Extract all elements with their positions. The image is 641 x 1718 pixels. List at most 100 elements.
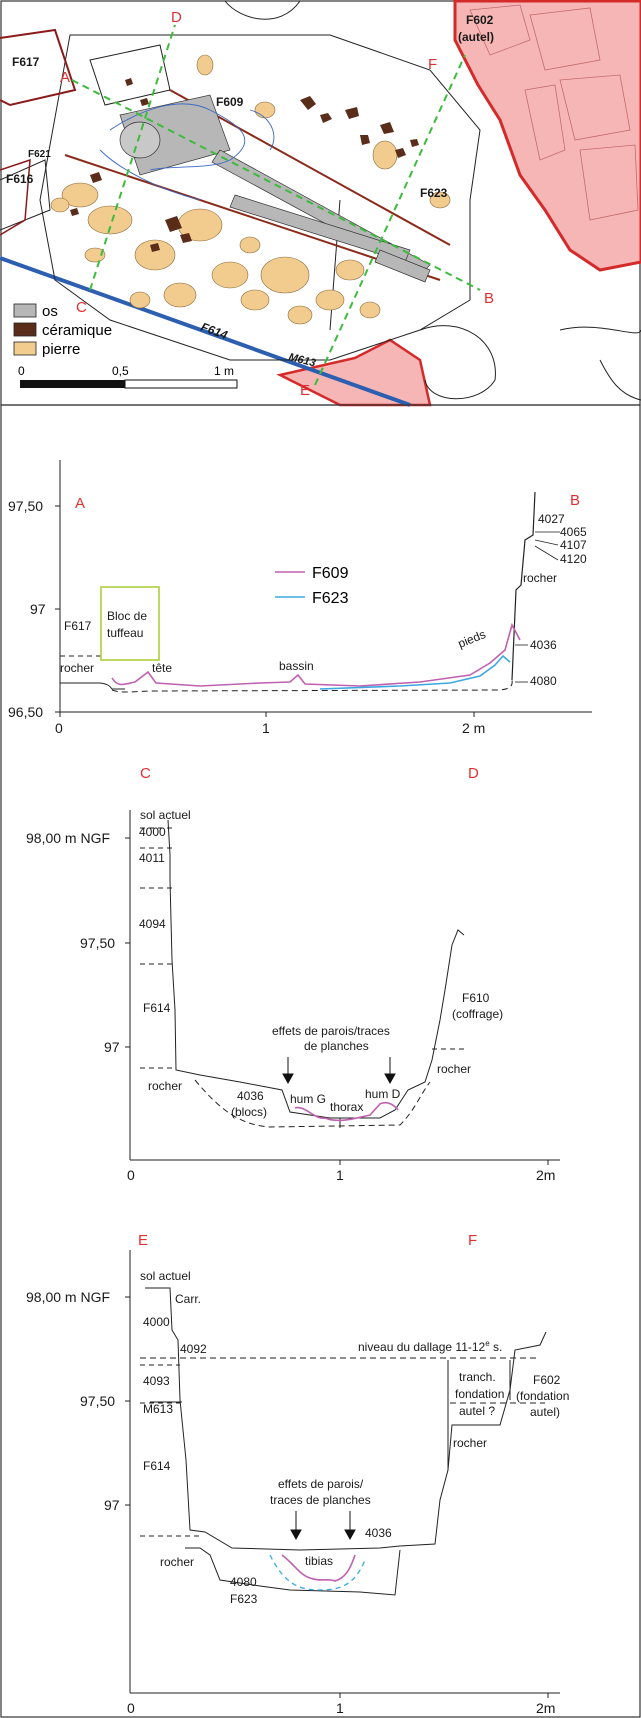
section-line-ab <box>71 79 481 291</box>
plan-label-f616: F616 <box>6 172 34 186</box>
cd-label-4000: 4000 <box>139 825 166 839</box>
ab-x-tick-2m: 2 m <box>462 720 485 736</box>
plan-legend: os céramique pierre <box>13 303 112 358</box>
ab-label-pieds: pieds <box>456 627 488 651</box>
ef-label-rocher-left: rocher <box>160 1555 194 1569</box>
ab-profile-f623 <box>319 654 511 690</box>
cd-label-4094: 4094 <box>139 917 166 931</box>
ef-label-f602b: (fondation <box>516 1389 569 1403</box>
ef-y-tick-97: 97 <box>104 1497 120 1513</box>
plan-label-f602: F602 <box>466 13 494 27</box>
cd-y-tick-9750: 97,50 <box>80 935 115 951</box>
section-line-ef <box>314 54 466 386</box>
ab-y-tick-97: 97 <box>30 601 46 617</box>
ef-x-tick-2m: 2m <box>536 1700 555 1716</box>
ab-legend-f623: F623 <box>312 590 349 607</box>
f614-boundary <box>0 256 411 407</box>
ab-letter-b: B <box>570 492 580 509</box>
ab-bloc-tuffeau <box>100 586 160 661</box>
cd-label-blocs2: (blocs) <box>231 1105 267 1119</box>
ef-label-f623: F623 <box>230 1592 258 1606</box>
plan-label-f609: F609 <box>216 95 244 109</box>
cd-label-parois2: de planches <box>304 1039 369 1053</box>
plan-letter-c: C <box>76 299 87 316</box>
ab-label-rocher-right: rocher <box>523 571 557 585</box>
skeleton-bones <box>119 94 431 283</box>
plan-letter-d: D <box>171 9 182 26</box>
ef-x-tick-0: 0 <box>127 1700 135 1716</box>
scale-tick-0: 0 <box>18 364 25 378</box>
cd-label-f614: F614 <box>143 1001 171 1015</box>
ab-y-tick-9750: 97,50 <box>8 498 43 514</box>
ab-label-bloc2: tuffeau <box>107 626 143 640</box>
ef-label-4093: 4093 <box>143 1374 170 1388</box>
ef-profile-tibias <box>281 1554 356 1582</box>
cd-x-tick-0: 0 <box>127 1167 135 1183</box>
ceramic-sherds <box>70 78 419 252</box>
ab-profile-f609 <box>111 622 521 687</box>
ef-label-f602c: autel) <box>530 1405 560 1419</box>
ef-label-tibias: tibias <box>305 1554 333 1568</box>
ef-label-parois1: effets de parois/ <box>278 1477 364 1491</box>
cd-label-4011: 4011 <box>139 851 165 865</box>
ab-label-bassin: bassin <box>279 659 314 673</box>
ef-x-tick-1: 1 <box>336 1700 344 1716</box>
ef-label-tranch1: tranch. <box>459 1370 496 1384</box>
cd-label-humg: hum G <box>290 1092 326 1106</box>
ef-label-sol: sol actuel <box>140 1269 191 1283</box>
section-ef: 98,00 m NGF 97,50 97 0 1 2m E F <box>26 1232 569 1716</box>
ab-label-f617: F617 <box>64 619 92 633</box>
legend-label-ceramique: céramique <box>42 322 112 339</box>
ab-legend: F609 F623 <box>275 565 349 607</box>
ef-label-f602a: F602 <box>533 1373 561 1387</box>
plan-letter-e: E <box>300 382 310 399</box>
ab-label-4036: 4036 <box>530 638 557 652</box>
ef-label-parois2: traces de planches <box>270 1493 371 1507</box>
cd-label-rocher-right: rocher <box>437 1062 471 1076</box>
cd-label-thorax: thorax <box>330 1100 363 1114</box>
cd-x-tick-1: 1 <box>336 1167 344 1183</box>
section-cd: 98,00 m NGF 97,50 97 0 1 2m C D sol actu… <box>26 765 560 1183</box>
ef-label-4036: 4036 <box>365 1526 392 1540</box>
cd-label-humd: hum D <box>365 1087 401 1101</box>
ab-legend-f609: F609 <box>312 565 349 582</box>
plan-label-f617: F617 <box>12 55 40 69</box>
legend-label-pierre: pierre <box>42 341 80 358</box>
ab-label-4107: 4107 <box>560 538 587 552</box>
ef-label-4092: 4092 <box>180 1342 207 1356</box>
ab-label-4027: 4027 <box>538 512 565 526</box>
cd-label-f610a: F610 <box>462 991 490 1005</box>
ab-label-bloc1: Bloc de <box>107 609 147 623</box>
cd-label-sol: sol actuel <box>140 808 191 822</box>
plan-label-autel: (autel) <box>458 30 494 44</box>
ab-x-tick-1: 1 <box>262 720 270 736</box>
plan-view: F617 F621 F616 F602 (autel) F609 F623 F6… <box>0 0 641 407</box>
cd-label-parois1: effets de parois/traces <box>272 1024 390 1038</box>
ef-label-f614: F614 <box>143 1459 171 1473</box>
ef-letter-f: F <box>468 1232 477 1249</box>
ef-label-4080: 4080 <box>230 1575 257 1589</box>
ab-label-4080: 4080 <box>530 674 557 688</box>
feature-f617-outline <box>0 28 77 107</box>
scale-bar: 0 0,5 1 m <box>18 364 238 389</box>
plan-letter-f: F <box>428 56 437 73</box>
ef-label-tranch3: autel ? <box>459 1404 495 1418</box>
cd-x-tick-2m: 2m <box>536 1167 555 1183</box>
ef-label-m613: M613 <box>143 1402 173 1416</box>
ef-y-tick-9750: 97,50 <box>80 1393 115 1409</box>
cd-letter-d: D <box>468 765 479 782</box>
cd-y-tick-98: 98,00 m NGF <box>26 830 110 846</box>
ab-letter-a: A <box>75 495 85 512</box>
ef-y-tick-98: 98,00 m NGF <box>26 1289 110 1305</box>
ef-label-dallage: niveau du dallage 11-12e s. <box>358 1339 502 1354</box>
ab-label-tete: tête <box>152 661 172 675</box>
scale-tick-half: 0,5 <box>112 364 129 378</box>
altar-f602-zone <box>453 0 641 272</box>
ab-y-tick-9650: 96,50 <box>8 704 43 720</box>
cd-label-f610b: (coffrage) <box>452 1007 503 1021</box>
cd-y-tick-97: 97 <box>104 1039 120 1055</box>
ab-label-4120: 4120 <box>560 552 587 566</box>
plan-letter-b: B <box>484 290 494 307</box>
ef-label-rocher-mid: rocher <box>453 1436 487 1450</box>
scale-tick-1m: 1 m <box>214 364 234 378</box>
